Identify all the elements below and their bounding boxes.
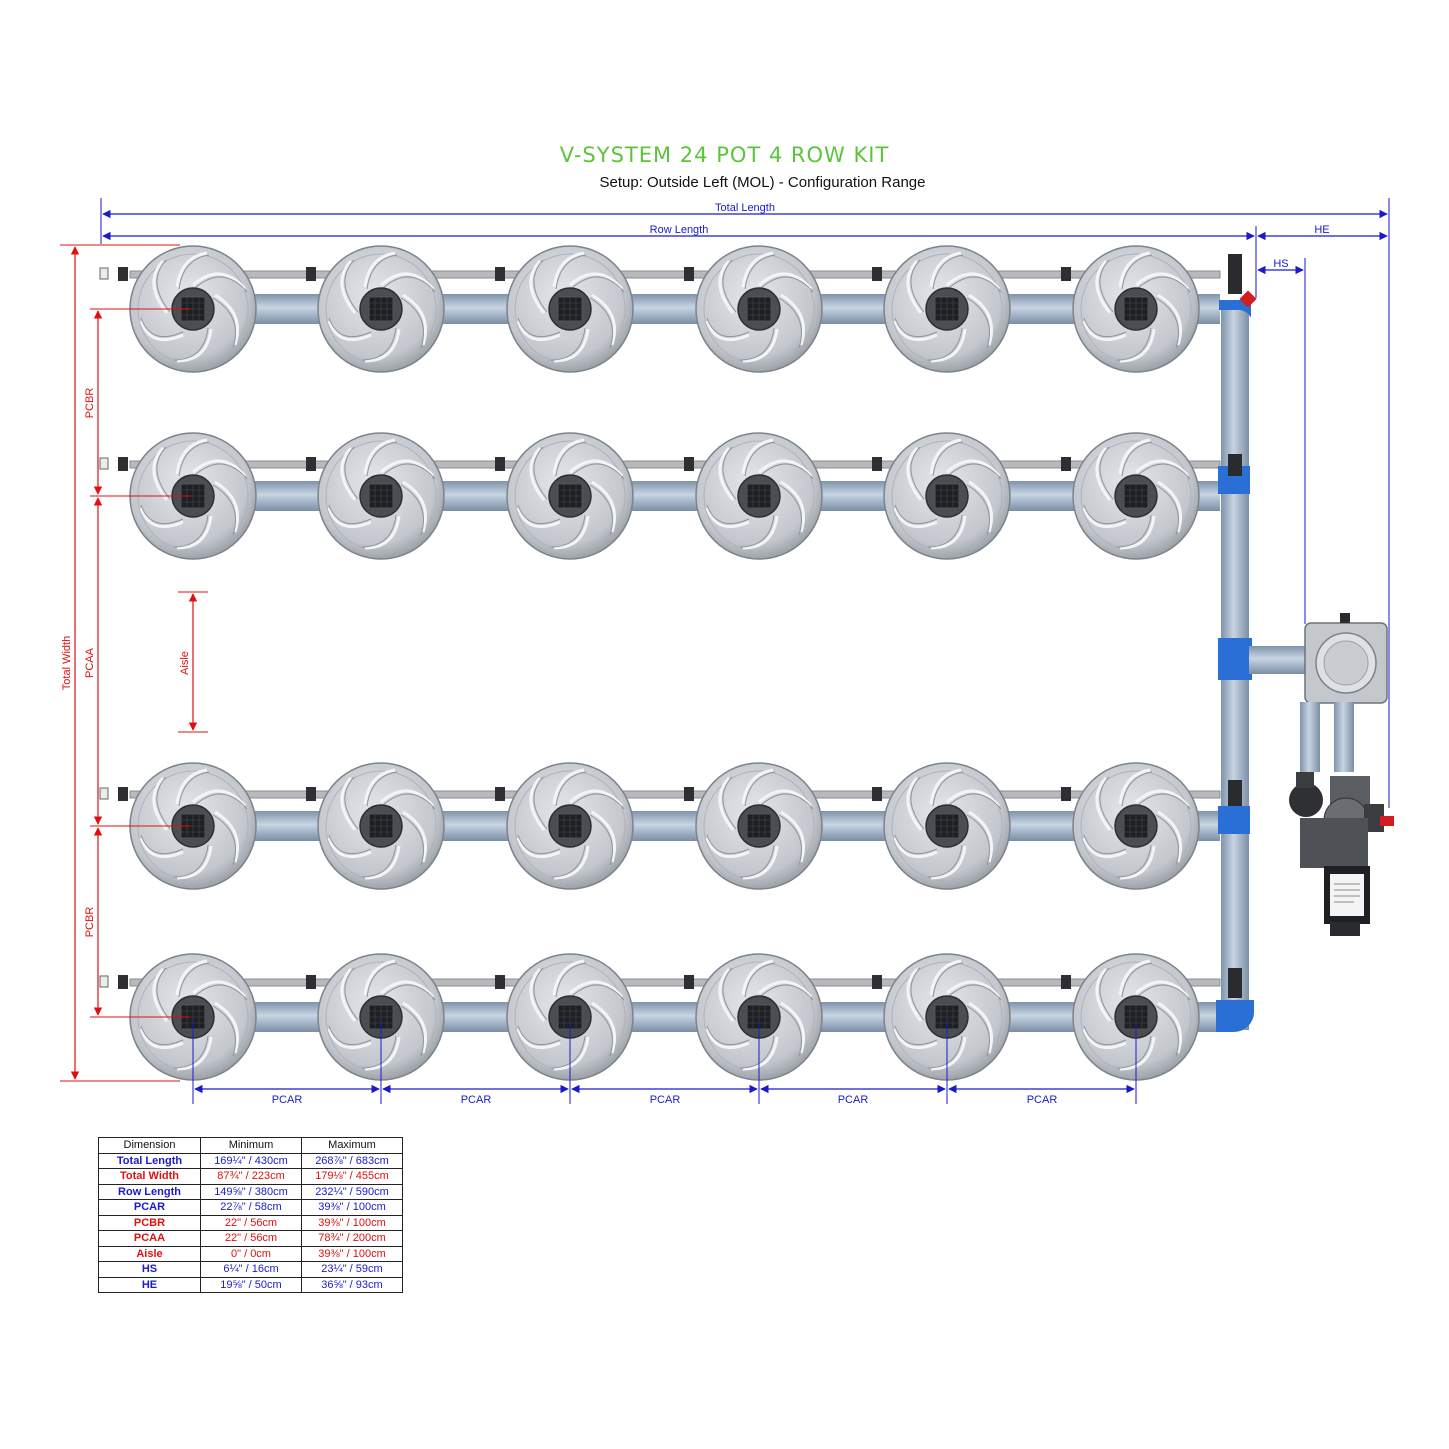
table-header: Dimension [98,1137,201,1154]
page-title: V-SYSTEM 24 POT 4 ROW KIT [559,143,890,167]
label-he: HE [1314,224,1329,236]
dimension-max: 179⅛" / 455cm [301,1168,403,1185]
dimension-name: Total Length [98,1152,201,1169]
dimension-max: 39⅜" / 100cm [301,1214,403,1231]
label-row-length: Row Length [650,224,709,236]
table-row: PCAR 22⅞" / 58cm 39⅜" / 100cm [98,1199,403,1216]
red-dimensions [60,244,208,1082]
dimension-name: PCBR [98,1214,201,1231]
table-row: HE 19⅝" / 50cm 36⅝" / 93cm [98,1276,403,1293]
pot [1071,244,1201,374]
row-4 [99,975,1221,1032]
label-pcbr-bottom: PCBR [84,907,96,938]
dimension-name: HE [98,1276,201,1293]
reservoir-tank [1300,613,1388,772]
pot [505,244,635,374]
dimension-max: 39⅜" / 100cm [301,1245,403,1262]
table-row: Aisle 0" / 0cm 39⅜" / 100cm [98,1245,403,1262]
label-pcar: PCAR [1027,1094,1058,1106]
pot [1071,761,1201,891]
dimension-max: 78¾" / 200cm [301,1230,403,1247]
row-2 [99,457,1221,511]
dimension-min: 6¼" / 16cm [200,1261,302,1278]
dimension-max: 23¼" / 59cm [301,1261,403,1278]
table-row: Total Length 169¼" / 430cm 268⅞" / 683cm [98,1152,403,1169]
pot-grid [128,244,1201,1082]
pot [505,431,635,561]
table-row: Row Length 149⅝" / 380cm 232¼" / 590cm [98,1183,403,1200]
table-row: HS 6¼" / 16cm 23¼" / 59cm [98,1261,403,1278]
table-header-row: Dimension Minimum Maximum [98,1137,403,1154]
label-total-width: Total Width [61,636,73,690]
table-row: PCBR 22" / 56cm 39⅜" / 100cm [98,1214,403,1231]
dimension-min: 87¾" / 223cm [200,1168,302,1185]
dimension-name: PCAA [98,1230,201,1247]
pot [1071,431,1201,561]
blue-dimensions [100,198,1390,1104]
pot [694,244,824,374]
pot [694,431,824,561]
dimension-min: 169¼" / 430cm [200,1152,302,1169]
row-3 [99,787,1221,841]
pot [505,761,635,891]
row-1 [99,267,1221,324]
dimension-max: 39⅜" / 100cm [301,1199,403,1216]
dimension-name: Total Width [98,1168,201,1185]
label-pcar: PCAR [272,1094,303,1106]
dimension-labels: Total Length Row Length HE HS PCAR PCAR … [61,202,1330,1106]
page-subtitle: Setup: Outside Left (MOL) - Configuratio… [599,174,926,191]
dimension-min: 22" / 56cm [200,1214,302,1231]
label-pcar: PCAR [838,1094,869,1106]
pot [316,431,446,561]
label-hs: HS [1273,258,1288,270]
pot [882,761,1012,891]
dimension-min: 19⅝" / 50cm [200,1276,302,1293]
manifold-pipe [1216,254,1305,1032]
dimension-max: 268⅞" / 683cm [301,1152,403,1169]
dimension-name: HS [98,1261,201,1278]
dimension-min: 149⅝" / 380cm [200,1183,302,1200]
pump-assembly [1289,772,1394,936]
label-pcar: PCAR [650,1094,681,1106]
label-total-length: Total Length [715,202,775,214]
pot [882,431,1012,561]
dimension-name: PCAR [98,1199,201,1216]
dimension-min: 22⅞" / 58cm [200,1199,302,1216]
table-row: Total Width 87¾" / 223cm 179⅛" / 455cm [98,1168,403,1185]
dimension-name: Aisle [98,1245,201,1262]
pot [316,761,446,891]
table-row: PCAA 22" / 56cm 78¾" / 200cm [98,1230,403,1247]
pot [694,761,824,891]
valve-connectors [118,267,1071,989]
label-pcaa: PCAA [84,647,96,678]
dimension-max: 232¼" / 590cm [301,1183,403,1200]
dimension-name: Row Length [98,1183,201,1200]
dimension-min: 22" / 56cm [200,1230,302,1247]
pot [882,244,1012,374]
dimension-min: 0" / 0cm [200,1245,302,1262]
table-header: Maximum [301,1137,403,1154]
label-aisle: Aisle [179,651,191,675]
label-pcar: PCAR [461,1094,492,1106]
dimension-max: 36⅝" / 93cm [301,1276,403,1293]
dimension-table: Dimension Minimum Maximum Total Length 1… [98,1137,403,1293]
pot [316,244,446,374]
table-header: Minimum [200,1137,302,1154]
label-pcbr-top: PCBR [84,388,96,419]
